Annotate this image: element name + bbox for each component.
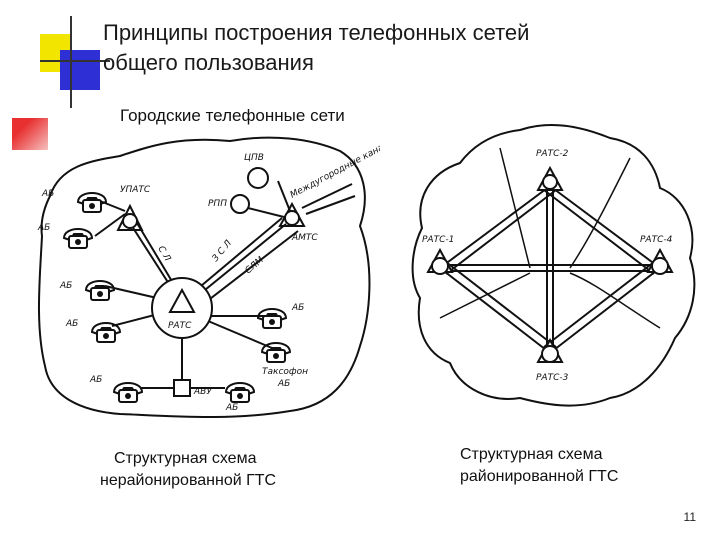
telephone-icon bbox=[112, 382, 144, 403]
rats-1-node bbox=[426, 247, 454, 275]
label-ab-4: АБ bbox=[65, 319, 78, 329]
slide-title: Принципы построения телефонных сетей общ… bbox=[103, 18, 703, 78]
label-rpp: РПП bbox=[208, 199, 227, 209]
slide-title-line-2: общего пользования bbox=[103, 50, 314, 75]
slide-title-line-1: Принципы построения телефонных сетей bbox=[103, 20, 530, 45]
label-rats-3: РАТС-3 bbox=[536, 373, 569, 383]
left-caption: Структурная схема нерайонированной ГТС bbox=[100, 448, 276, 492]
right-caption-line-1: Структурная схема bbox=[460, 446, 603, 463]
telephone-icon bbox=[62, 228, 94, 249]
label-taxofon: Таксофон bbox=[262, 367, 308, 377]
rats-links bbox=[439, 185, 661, 354]
telephone-icon bbox=[224, 382, 256, 403]
rpp-node bbox=[230, 194, 250, 214]
vertical-divider-line bbox=[70, 16, 72, 108]
label-rats-1: РАТС-1 bbox=[422, 235, 454, 245]
horizontal-divider-line bbox=[40, 60, 110, 62]
telephone-icon bbox=[256, 308, 288, 329]
telephone-icon bbox=[84, 280, 116, 301]
rats-4-node bbox=[646, 247, 674, 275]
left-caption-line-2: нерайонированной ГТС bbox=[100, 472, 277, 489]
label-taxofon-ab: АБ bbox=[277, 379, 290, 389]
zone-boundaries bbox=[439, 147, 661, 329]
label-ab-right: АБ bbox=[291, 303, 304, 313]
zoned-network-diagram: РАТС-2 РАТС-1 РАТС-4 РАТС-3 bbox=[411, 124, 696, 407]
page-number: 11 bbox=[683, 510, 696, 524]
right-diagram-cloud bbox=[411, 124, 696, 407]
cpp-node bbox=[247, 167, 269, 189]
label-ab-1: АБ bbox=[41, 189, 54, 199]
label-amts: АМТС bbox=[291, 233, 318, 243]
label-sl: С Л bbox=[155, 245, 172, 264]
label-avu: АВУ bbox=[193, 387, 212, 397]
central-exchange-circle bbox=[151, 277, 213, 339]
slide-subtitle: Городские телефонные сети bbox=[120, 106, 345, 125]
left-diagram-cloud bbox=[38, 136, 371, 419]
avu-box bbox=[173, 379, 191, 397]
label-cpp: ЦПВ bbox=[244, 153, 264, 163]
telephone-icon bbox=[90, 322, 122, 343]
label-pats: РАТС bbox=[168, 321, 192, 331]
label-rats-2: РАТС-2 bbox=[536, 149, 569, 159]
right-caption: Структурная схема районированной ГТС bbox=[460, 444, 618, 488]
right-caption-line-2: районированной ГТС bbox=[460, 468, 619, 485]
label-uppats: УПАТС bbox=[120, 185, 151, 195]
red-accent-square bbox=[12, 118, 48, 150]
left-caption-line-1: Структурная схема bbox=[114, 450, 257, 467]
label-rats-4: РАТС-4 bbox=[640, 235, 673, 245]
payphone-icon bbox=[260, 342, 292, 363]
central-exchange-triangle bbox=[168, 287, 196, 313]
rats-3-node bbox=[536, 337, 564, 363]
blue-accent-square bbox=[60, 50, 100, 90]
non-zoned-network-diagram: АБ АБ АБ АБ АБ АБ УПАТС ЦПВ РПП АМТС Меж… bbox=[37, 136, 380, 419]
rats-2-node bbox=[536, 165, 564, 191]
label-ab-3: АБ bbox=[59, 281, 72, 291]
label-ab-2: АБ bbox=[37, 223, 50, 233]
telephone-icon bbox=[76, 192, 108, 213]
label-ab-5: АБ bbox=[89, 375, 102, 385]
label-channels: Междугородные каналы bbox=[289, 137, 380, 201]
label-ab-bottom: АБ bbox=[225, 403, 238, 413]
